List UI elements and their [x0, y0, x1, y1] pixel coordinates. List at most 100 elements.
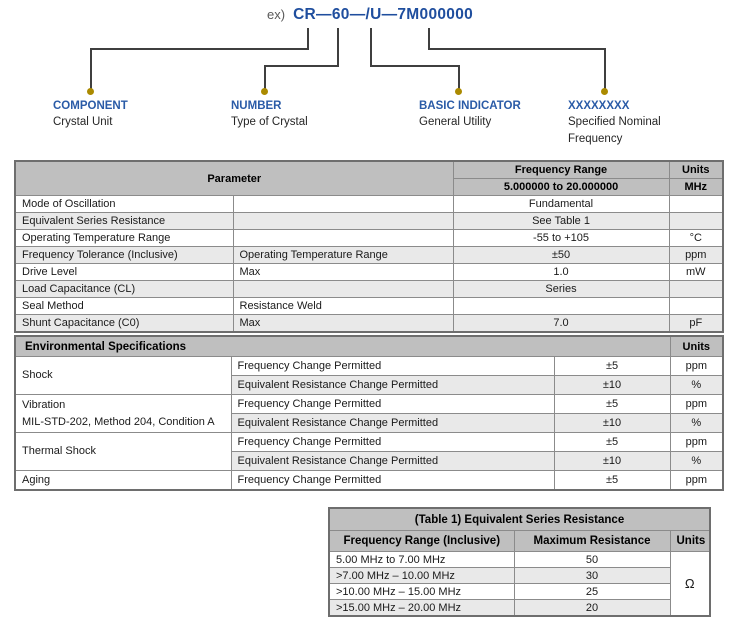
table-row: >10.00 MHz – 15.00 MHz 25 [328, 583, 710, 600]
part-number: CR—60—/U—7M000000 [293, 6, 474, 23]
value-cell: ±50 [452, 246, 670, 264]
table-row: >15.00 MHz – 20.00 MHz 20 [328, 599, 710, 617]
table-row: Shunt Capacitance (C0) Max 7.0 pF [14, 314, 724, 333]
unit-cell: % [669, 451, 724, 471]
condition-cell: Max [232, 263, 454, 281]
leader-line [337, 28, 339, 67]
param-cell: Shunt Capacitance (C0) [14, 314, 234, 333]
condition-cell [232, 229, 454, 247]
group-label-thermal-shock: Thermal Shock [14, 432, 232, 471]
range-cell: >10.00 MHz – 15.00 MHz [328, 583, 515, 600]
table-row: Frequency Tolerance (Inclusive) Operatin… [14, 246, 724, 264]
diagram-label-number: NUMBER Type of Crystal [231, 100, 361, 131]
param-cell: Frequency Tolerance (Inclusive) [14, 246, 234, 264]
unit-cell [668, 280, 724, 298]
value-cell: ±10 [553, 413, 671, 433]
range-cell: >7.00 MHz – 10.00 MHz [328, 567, 515, 584]
label-subtitle: Type of Crystal [231, 116, 308, 128]
param-cell: Mode of Oscillation [14, 195, 234, 213]
example-prefix: ex) [267, 7, 286, 22]
unit-cell: ppm [668, 246, 724, 264]
env-title: Environmental Specifications [14, 335, 671, 357]
res-title-row: (Table 1) Equivalent Series Resistance [328, 507, 711, 531]
leader-line [264, 65, 339, 67]
connector-dot [261, 88, 268, 95]
param-cell: Equivalent Series Resistance [14, 212, 234, 230]
desc-cell: Frequency Change Permitted [230, 470, 555, 491]
label-title: BASIC INDICATOR [419, 100, 521, 112]
units-header: Units [668, 160, 724, 179]
resistance-cell: 25 [513, 583, 671, 600]
leader-line [370, 28, 372, 67]
value-cell: ±5 [553, 432, 671, 452]
param-cell: Operating Temperature Range [14, 229, 234, 247]
desc-cell: Frequency Change Permitted [230, 356, 555, 376]
frequency-range-value: 5.000000 to 20.000000 [452, 178, 670, 196]
param-cell: Seal Method [14, 297, 234, 315]
group-label-aging: Aging [14, 470, 232, 491]
desc-cell: Frequency Change Permitted [230, 394, 555, 414]
table-row: Shock Frequency Change Permitted ±5 ppm [14, 356, 724, 395]
resistance-table: (Table 1) Equivalent Series Resistance F… [328, 507, 712, 617]
env-header-row: Environmental Specifications Units [14, 335, 724, 357]
unit-cell: mW [668, 263, 724, 281]
units-value: MHz [668, 178, 724, 196]
range-header: Frequency Range (Inclusive) [328, 530, 515, 552]
desc-cell: Equivalent Resistance Change Permitted [230, 451, 555, 471]
unit-cell [668, 297, 724, 315]
leader-line [264, 65, 266, 89]
table-row: 5.00 MHz to 7.00 MHz 50 Ω [328, 551, 711, 617]
table-row: Equivalent Series Resistance See Table 1 [14, 212, 724, 230]
value-cell: ±5 [553, 356, 671, 376]
param-cell: Load Capacitance (CL) [14, 280, 234, 298]
environmental-table: Environmental Specifications Units Shock… [14, 335, 725, 491]
res-header-row: Frequency Range (Inclusive) Maximum Resi… [328, 530, 711, 552]
spec-table: Parameter Frequency Range Units 5.000000… [14, 160, 725, 333]
range-cell: 5.00 MHz to 7.00 MHz [328, 551, 515, 568]
value-cell: ±5 [553, 470, 671, 491]
label-subtitle: Specified Nominal Frequency [568, 116, 661, 145]
diagram-label-frequency: XXXXXXXX Specified Nominal Frequency [568, 100, 663, 147]
label-title: COMPONENT [53, 100, 128, 112]
part-number-diagram: ex) CR—60—/U—7M000000 COMPONENT Crystal U… [0, 0, 731, 160]
table-row: Mode of Oscillation Fundamental [14, 195, 724, 213]
unit-cell: ppm [669, 394, 724, 414]
connector-dot [455, 88, 462, 95]
value-cell: ±10 [553, 375, 671, 395]
spec-header-row2: 5.000000 to 20.000000 MHz [15, 178, 724, 196]
unit-cell: ppm [669, 432, 724, 452]
condition-cell [232, 212, 454, 230]
param-cell: Drive Level [14, 263, 234, 281]
value-cell: ±10 [553, 451, 671, 471]
unit-cell: % [669, 375, 724, 395]
leader-line [458, 65, 460, 89]
leader-line [428, 48, 606, 50]
table-row: Operating Temperature Range -55 to +105 … [14, 229, 724, 247]
unit-cell: ppm [669, 356, 724, 376]
unit-cell: ppm [669, 470, 724, 491]
diagram-label-basic-indicator: BASIC INDICATOR General Utility [419, 100, 549, 131]
resistance-cell: 50 [513, 551, 671, 568]
condition-cell: Resistance Weld [232, 297, 454, 315]
resistance-cell: 20 [513, 599, 671, 617]
diagram-label-component: COMPONENT Crystal Unit [53, 100, 183, 131]
connector-dot [87, 88, 94, 95]
table-row: Vibration MIL-STD-202, Method 204, Condi… [14, 394, 724, 433]
leader-line [370, 65, 460, 67]
value-cell: -55 to +105 [452, 229, 670, 247]
table-row: Seal Method Resistance Weld [14, 297, 724, 315]
table-row: Equivalent Resistance Change Permitted ±… [15, 375, 724, 395]
condition-cell: Max [232, 314, 454, 333]
unit-cell: % [669, 413, 724, 433]
desc-cell: Equivalent Resistance Change Permitted [230, 413, 555, 433]
table-row: >7.00 MHz – 10.00 MHz 30 [328, 567, 710, 584]
ohm-unit-cell: Ω [669, 551, 711, 617]
condition-cell [232, 195, 454, 213]
range-cell: >15.00 MHz – 20.00 MHz [328, 599, 515, 617]
unit-cell [668, 195, 724, 213]
group-label-vibration: Vibration MIL-STD-202, Method 204, Condi… [14, 394, 232, 433]
table-row: Equivalent Resistance Change Permitted ±… [15, 413, 724, 433]
value-cell: 1.0 [452, 263, 670, 281]
label-title: XXXXXXXX [568, 100, 630, 112]
